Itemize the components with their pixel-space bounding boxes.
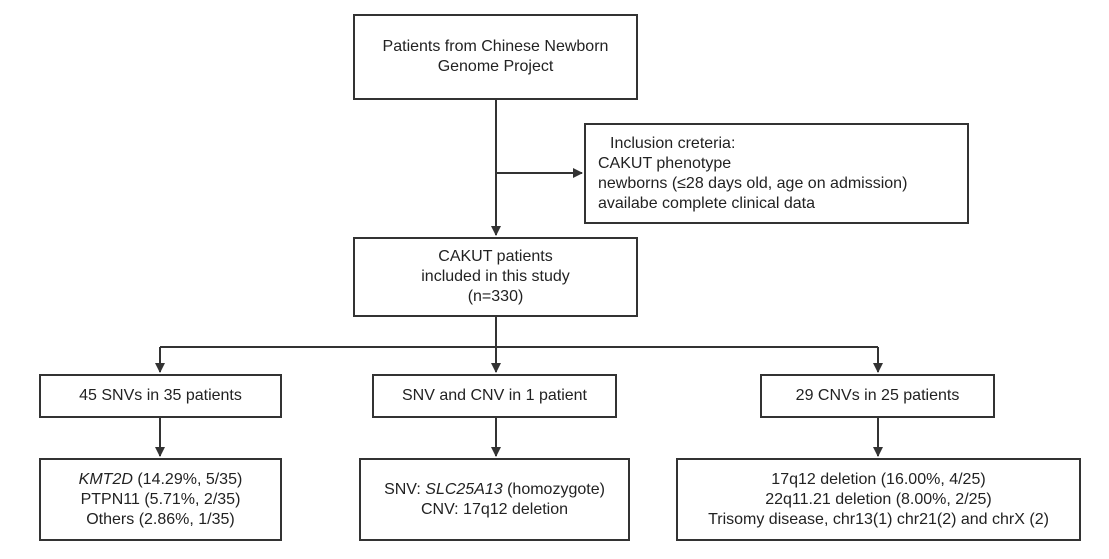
slc25a13-gene-name: SLC25A13 bbox=[425, 480, 503, 498]
snv-detail-line-3: Others (2.86%, 1/35) bbox=[86, 510, 235, 528]
included-line-2: included in this study bbox=[421, 268, 570, 285]
cnv-group-box: 29 CNVs in 25 patients bbox=[760, 374, 995, 418]
mixed-group-label: SNV and CNV in 1 patient bbox=[402, 387, 587, 404]
cnv-group-label: 29 CNVs in 25 patients bbox=[795, 387, 960, 404]
snv-detail-box: KMT2D (14.29%, 5/35) PTPN11 (5.71%, 2/35… bbox=[39, 458, 282, 541]
kmt2d-gene-name: KMT2D bbox=[78, 470, 133, 488]
criteria-heading: Inclusion creteria: bbox=[610, 134, 736, 152]
included-patients-box: CAKUT patients included in this study (n… bbox=[353, 237, 638, 317]
snv-detail-line-2: PTPN11 (5.71%, 2/35) bbox=[80, 490, 241, 508]
mixed-detail-line-2: CNV: 17q12 deletion bbox=[420, 500, 569, 518]
cnv-detail-line-1: 17q12 deletion (16.00%, 4/25) bbox=[771, 470, 986, 488]
snv-prefix: SNV: bbox=[384, 480, 426, 498]
mixed-detail-box: SNV: SLC25A13 (homozygote) CNV: 17q12 de… bbox=[359, 458, 630, 541]
cnv-detail-line-2: 22q11.21 deletion (8.00%, 2/25) bbox=[765, 490, 992, 508]
cnv-detail-box: 17q12 deletion (16.00%, 4/25) 22q11.21 d… bbox=[676, 458, 1081, 541]
criteria-item-phenotype: CAKUT phenotype bbox=[598, 154, 732, 172]
included-line-1: CAKUT patients bbox=[438, 248, 553, 265]
snv-group-box: 45 SNVs in 35 patients bbox=[39, 374, 282, 418]
criteria-item-clinical-data: availabe complete clinical data bbox=[598, 194, 816, 212]
source-line-2: Genome Project bbox=[437, 58, 554, 75]
criteria-item-age: newborns (≤28 days old, age on admission… bbox=[598, 174, 908, 192]
snv-group-label: 45 SNVs in 35 patients bbox=[79, 387, 242, 404]
mixed-group-box: SNV and CNV in 1 patient bbox=[372, 374, 617, 418]
slc25a13-zygosity: (homozygote) bbox=[502, 480, 605, 498]
source-population-box: Patients from Chinese Newborn Genome Pro… bbox=[353, 14, 638, 100]
snv-detail-line-1: KMT2D (14.29%, 5/35) bbox=[79, 470, 243, 490]
kmt2d-stats: (14.29%, 5/35) bbox=[132, 470, 243, 488]
cnv-detail-line-3: Trisomy disease, chr13(1) chr21(2) and c… bbox=[708, 510, 1049, 528]
included-line-3: (n=330) bbox=[467, 288, 524, 305]
source-line-1: Patients from Chinese Newborn bbox=[382, 38, 609, 55]
mixed-detail-line-1: SNV: SLC25A13 (homozygote) bbox=[384, 480, 605, 500]
inclusion-criteria-box: Inclusion creteria: CAKUT phenotype newb… bbox=[584, 123, 969, 224]
